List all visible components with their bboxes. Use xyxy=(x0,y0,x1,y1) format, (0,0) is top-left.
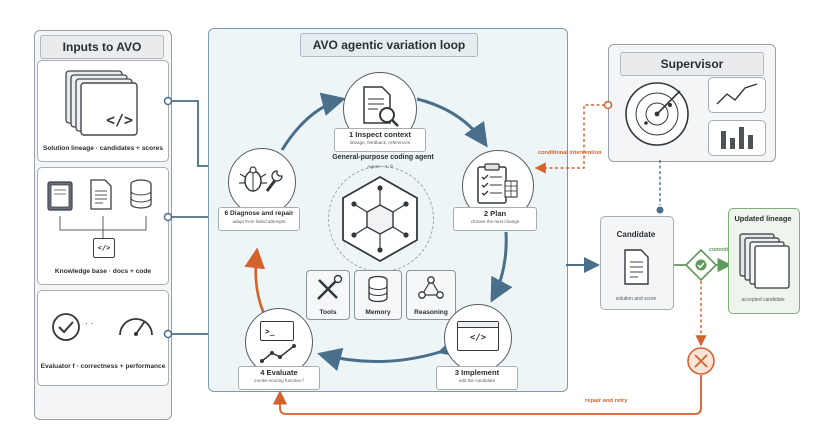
prompt-glyph: >_ xyxy=(265,327,275,336)
tool-tools-label: Tools xyxy=(319,309,337,316)
bar-chart-icon xyxy=(708,120,766,156)
lineage-stack-icon xyxy=(739,233,790,289)
step-evaluate-title: 4 Evaluate xyxy=(260,368,298,377)
step-inspect-label: 1 Inspect context lineage, feedback, ref… xyxy=(334,128,426,152)
terminal-icon: >_ xyxy=(260,321,294,341)
trend-line-icon xyxy=(260,344,296,363)
candidate-document-icon xyxy=(624,249,649,285)
step-implement-circle[interactable]: </> xyxy=(444,304,512,372)
step-diagnose-label: 6 Diagnose and repair adapt from failed … xyxy=(218,207,300,231)
wrench-screwdriver-icon xyxy=(317,274,343,300)
updated-lineage-title: Updated lineage xyxy=(734,214,792,223)
step-evaluate-label: 4 Evaluate invoke scoring function f xyxy=(238,366,320,390)
code-icon: </> xyxy=(106,111,134,129)
line-chart-icon xyxy=(708,77,766,113)
speedometer-icon xyxy=(119,318,153,336)
database-icon xyxy=(130,179,152,209)
step-evaluate-sub: invoke scoring function f xyxy=(254,378,304,383)
tool-reasoning-label: Reasoning xyxy=(414,309,448,316)
knowledge-base-caption: Knowledge base · docs + code xyxy=(54,268,152,275)
bug-wrench-icon xyxy=(239,166,283,192)
document-icon xyxy=(90,179,112,210)
repair-retry-label: repair and retry xyxy=(585,398,628,404)
supervisor-title: Supervisor xyxy=(620,52,764,76)
solution-lineage-caption: Solution lineage · candidates + scores xyxy=(42,145,163,152)
radar-icon xyxy=(625,82,689,146)
book-icon xyxy=(47,181,73,211)
step-diagnose-circle[interactable] xyxy=(228,148,296,216)
step-implement-title: 3 Implement xyxy=(454,368,500,377)
code-file-icon: </> xyxy=(93,238,115,258)
code-glyph: </> xyxy=(97,244,111,252)
memory-database-icon xyxy=(368,275,388,303)
step-evaluate-circle[interactable]: >_ xyxy=(245,308,313,376)
step-implement-sub: edit the candidate xyxy=(458,378,496,383)
step-inspect-sub: lineage, feedback, references xyxy=(349,140,411,145)
commit-label: commit xyxy=(709,247,729,253)
inspect-document-icon xyxy=(363,86,399,127)
step-inspect-title: 1 Inspect context xyxy=(348,130,412,139)
checkmark-circle-icon xyxy=(52,313,80,341)
tool-tools[interactable]: Tools xyxy=(306,270,350,320)
code-glyph: </> xyxy=(469,333,487,343)
graph-nodes-icon xyxy=(418,276,444,299)
step-diagnose-sub: adapt from failed attempts xyxy=(232,219,286,224)
tool-reasoning[interactable]: Reasoning xyxy=(406,270,456,320)
solution-lineage-card[interactable]: </> Solution lineage · candidates + scor… xyxy=(37,60,169,162)
step-diagnose-title: 6 Diagnose and repair xyxy=(224,210,294,217)
step-implement-label: 3 Implement edit the candidate xyxy=(436,366,518,390)
intervention-label: conditional intervention xyxy=(538,150,602,156)
tool-memory-label: Memory xyxy=(365,309,391,316)
agent-label: General-purpose coding agent xyxy=(332,154,434,161)
updated-lineage-sub: accepted candidate xyxy=(741,297,785,303)
evaluator-card[interactable]: · · Evaluator f · correctness + performa… xyxy=(37,290,169,386)
agent-hexagon-icon xyxy=(342,175,418,263)
candidate-title: Candidate xyxy=(616,230,656,239)
candidate-sub: solution and score xyxy=(615,296,657,302)
step-plan-label: 2 Plan choose the next change xyxy=(453,207,537,231)
clipboard-checklist-icon xyxy=(477,163,518,204)
step-plan-title: 2 Plan xyxy=(483,209,507,218)
agent-sub: Agent · π, θ xyxy=(367,165,393,170)
inputs-title: Inputs to AVO xyxy=(40,35,164,59)
step-plan-sub: choose the next change xyxy=(470,219,520,224)
connector-lines xyxy=(59,216,147,238)
loop-title: AVO agentic variation loop xyxy=(300,33,478,57)
file-stack-icon xyxy=(65,70,138,136)
tool-memory[interactable]: Memory xyxy=(354,270,402,320)
evaluator-dots: · · xyxy=(85,318,94,328)
evaluator-caption: Evaluator f · correctness + performance xyxy=(40,363,166,370)
code-window-icon: </> xyxy=(457,321,499,351)
knowledge-base-card[interactable]: </> Knowledge base · docs + code xyxy=(37,167,169,285)
